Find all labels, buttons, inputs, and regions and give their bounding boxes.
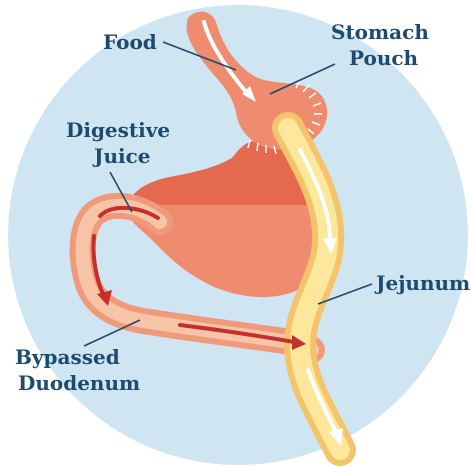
label-food: Food xyxy=(103,30,157,54)
label-digestive-juice-line1: Digestive xyxy=(66,118,170,142)
label-bypassed-duodenum-line2: Duodenum xyxy=(18,371,140,395)
label-digestive-juice-line2: Juice xyxy=(94,144,151,168)
label-jejunum: Jejunum xyxy=(376,271,470,295)
label-stomach-pouch-line1: Stomach xyxy=(331,20,429,44)
label-bypassed-duodenum-line1: Bypassed xyxy=(15,345,120,369)
label-stomach-pouch-line2: Pouch xyxy=(349,46,418,70)
